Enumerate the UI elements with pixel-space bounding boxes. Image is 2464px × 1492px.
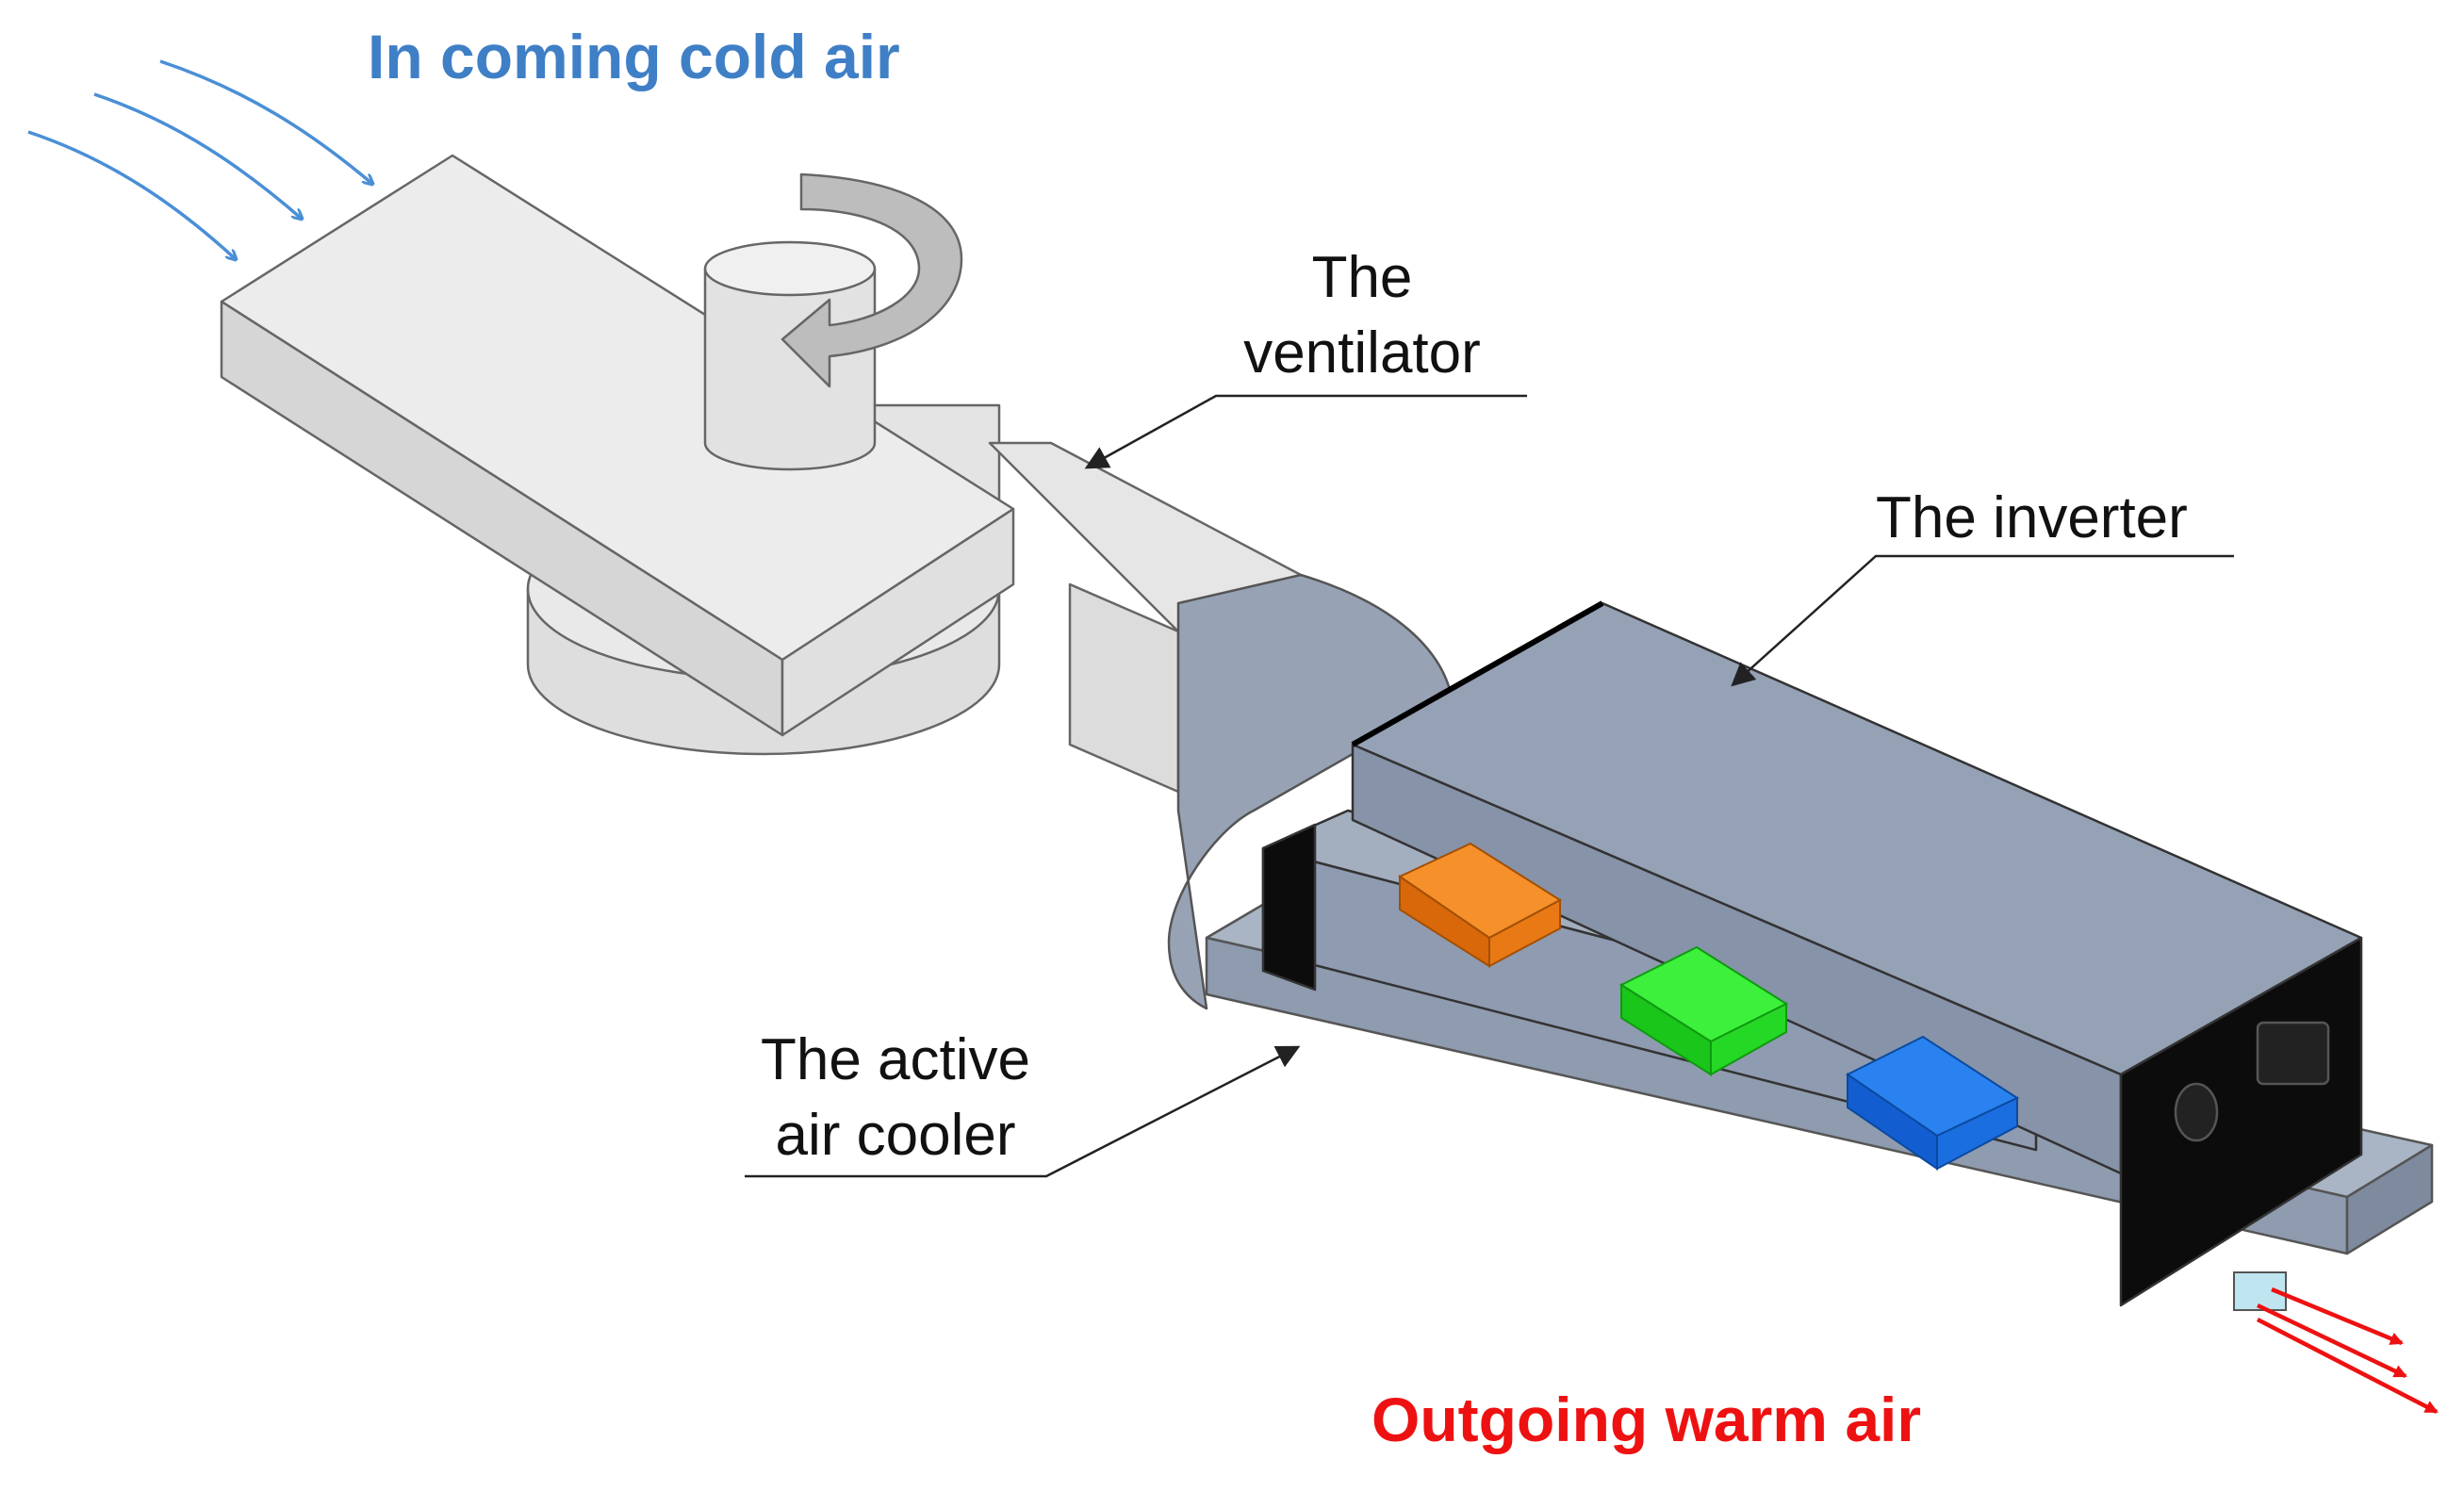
outgoing-air-label: Outgoing warm air	[1372, 1385, 1922, 1454]
inverter-label: The inverter	[1876, 485, 2188, 550]
inverter	[1261, 601, 2363, 1307]
inlet-duct-front	[780, 507, 1015, 737]
cooler-label-line1: The active	[760, 1027, 1031, 1092]
module-orange	[1397, 842, 1562, 968]
cooler-base-end	[2345, 1143, 2434, 1255]
connector-port	[2256, 1021, 2330, 1086]
cooler-label-line2: air cooler	[775, 1103, 1016, 1168]
leader-ventilator	[1084, 394, 1527, 469]
ventilator-label-line1: The	[1311, 245, 1413, 310]
ventilator-label-line2: ventilator	[1243, 320, 1481, 385]
inverter-top-edge	[1351, 600, 1604, 747]
inflow-arrows-icon	[27, 59, 372, 259]
leader-lines	[745, 394, 2234, 1178]
leader-inverter	[1731, 554, 2234, 687]
motor-cylinder	[703, 267, 877, 471]
rotation-arrow-icon	[780, 172, 963, 388]
round-port	[2174, 1082, 2219, 1142]
transition-duct	[1167, 573, 1454, 1010]
motor-cylinder-top	[703, 240, 877, 297]
ventilator	[220, 154, 1303, 794]
leader-cooler	[745, 1045, 1301, 1178]
module-blue	[1846, 1035, 2020, 1171]
module-green	[1618, 945, 1789, 1076]
incoming-air-label: In coming cold air	[368, 22, 900, 91]
outflow-arrows-icon	[2256, 1287, 2439, 1414]
inverter-side-strip	[1261, 823, 1317, 992]
